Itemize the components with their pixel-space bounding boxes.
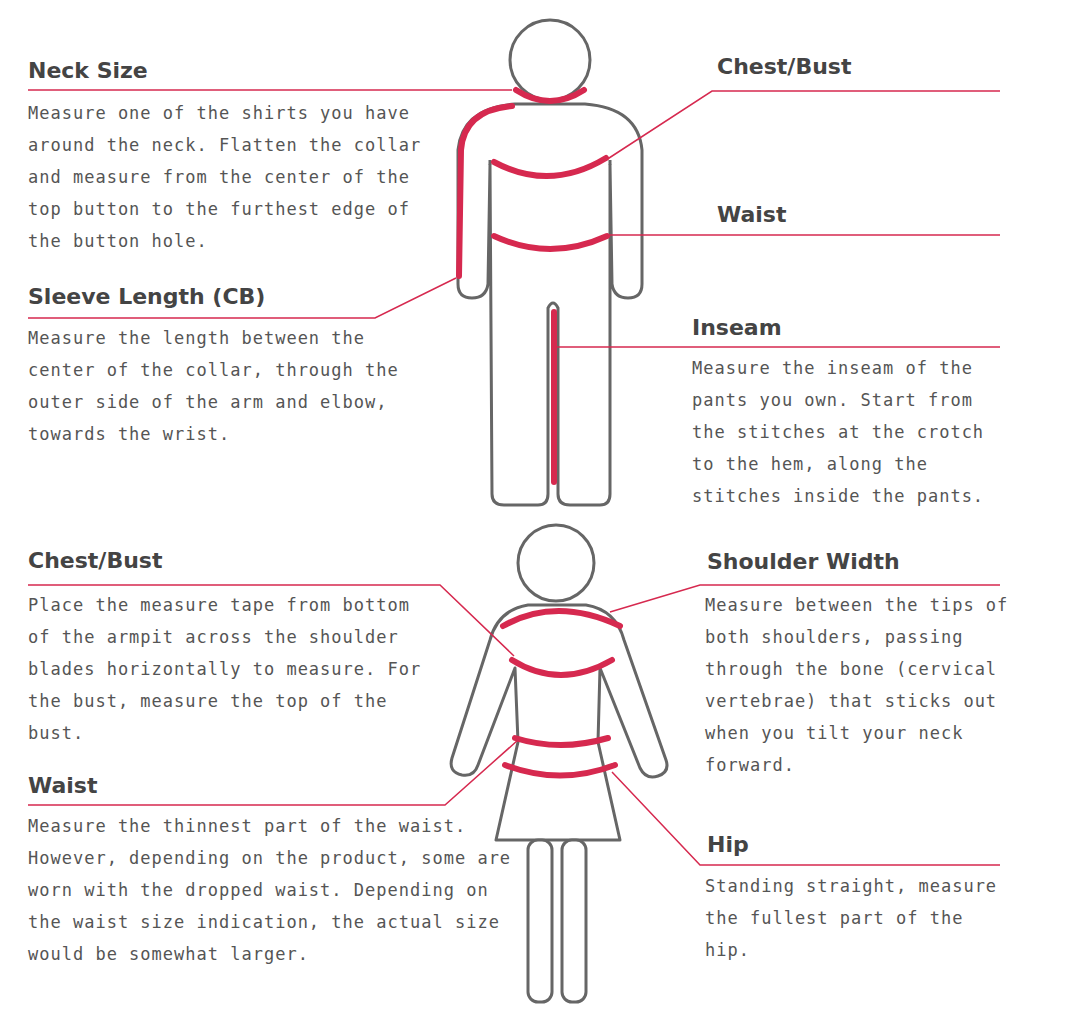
leader-lines: [28, 90, 1000, 865]
measure-instructions: Standing straight, measure the fullest p…: [705, 870, 1017, 966]
measure-heading: Neck Size: [28, 57, 148, 85]
measure-heading: Waist: [717, 201, 786, 229]
female-measure-marks: [503, 611, 620, 776]
measure-heading: Sleeve Length (CB): [28, 283, 265, 311]
measure-instructions: Measure one of the shirts you have aroun…: [28, 97, 438, 257]
measure-instructions: Measure the thinnest part of the waist. …: [28, 810, 528, 970]
measure-heading: Shoulder Width: [707, 548, 900, 576]
measure-heading: Hip: [707, 831, 749, 859]
measure-instructions: Measure between the tips of both shoulde…: [705, 589, 1017, 781]
measure-heading: Chest/Bust: [717, 53, 851, 81]
male-figure: [458, 20, 642, 505]
measure-instructions: Place the measure tape from bottom of th…: [28, 589, 428, 749]
measure-heading: Waist: [28, 772, 97, 800]
measure-instructions: Measure the length between the center of…: [28, 322, 438, 450]
measure-heading: Inseam: [692, 314, 782, 342]
measure-heading: Chest/Bust: [28, 547, 162, 575]
male-measure-marks: [459, 90, 607, 482]
measure-instructions: Measure the inseam of the pants you own.…: [692, 352, 1004, 512]
